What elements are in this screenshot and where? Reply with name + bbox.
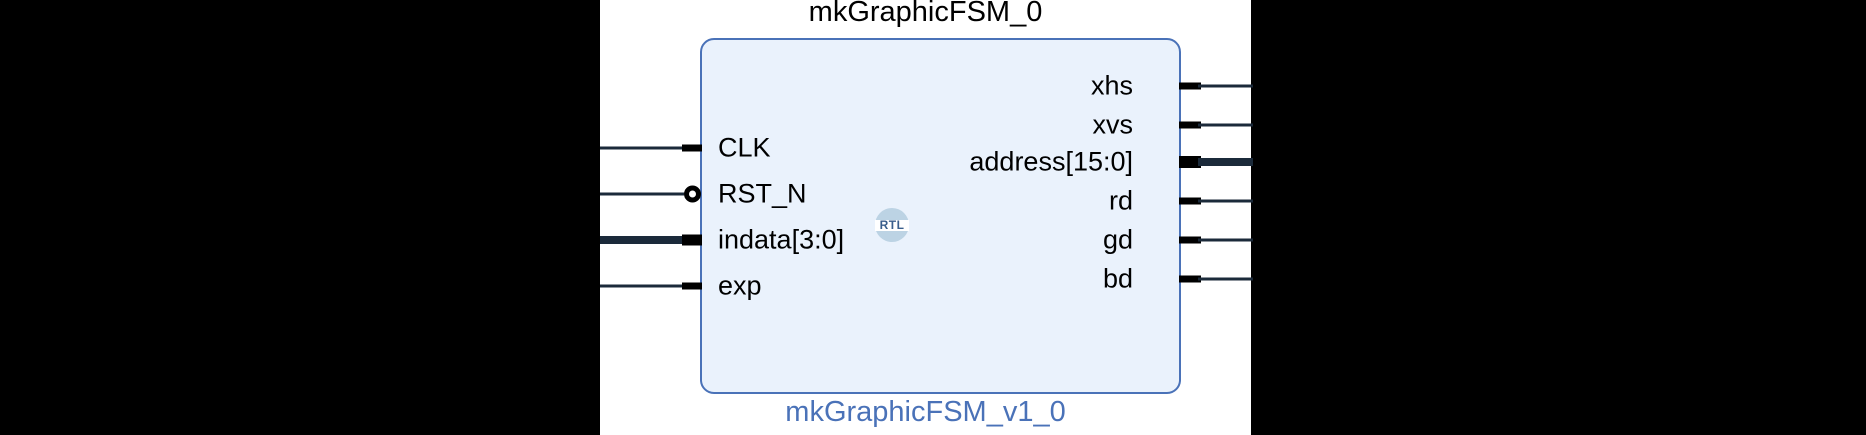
input-port-label: exp [718, 270, 762, 301]
right-letterbox-bar [1251, 0, 1866, 435]
input-pin-clk[interactable] [682, 144, 702, 152]
output-wire-xvs[interactable] [1198, 123, 1253, 127]
output-pin-xhs[interactable] [1179, 82, 1201, 90]
input-pin-indata-3-0-[interactable] [682, 234, 702, 246]
rtl-badge-band [875, 220, 909, 231]
module-subtitle: mkGraphicFSM_v1_0 [785, 396, 1066, 428]
output-port-label: xhs [1090, 70, 1133, 101]
output-port-label: address[15:0] [969, 146, 1133, 177]
output-pin-bd[interactable] [1179, 275, 1201, 283]
output-port-label: gd [1102, 224, 1133, 255]
output-pin-xvs[interactable] [1179, 121, 1201, 129]
module-title: mkGraphicFSM_0 [808, 0, 1043, 28]
input-wire-exp[interactable] [600, 284, 684, 288]
output-port-label: rd [1108, 185, 1133, 216]
output-wire-xhs[interactable] [1198, 84, 1253, 88]
input-pin-exp[interactable] [682, 282, 702, 290]
active-low-bubble-icon [684, 185, 701, 203]
input-port-label: CLK [718, 132, 771, 163]
input-wire-indata-3-0-[interactable] [600, 236, 684, 244]
output-port-label: bd [1102, 263, 1133, 294]
module-block[interactable]: RTL [700, 38, 1181, 394]
output-pin-rd[interactable] [1179, 197, 1201, 205]
left-letterbox-bar [0, 0, 600, 435]
output-wire-gd[interactable] [1198, 238, 1253, 242]
output-port-label: xvs [1092, 109, 1134, 140]
rtl-badge-label: RTL [879, 218, 905, 232]
output-pin-gd[interactable] [1179, 236, 1201, 244]
output-wire-rd[interactable] [1198, 199, 1253, 203]
input-port-label: indata[3:0] [718, 224, 845, 255]
rtl-badge-icon: RTL [875, 208, 909, 242]
output-pin-address-15-0-[interactable] [1179, 156, 1201, 168]
input-port-label: RST_N [718, 178, 807, 209]
input-wire-clk[interactable] [600, 146, 684, 150]
output-wire-address-15-0-[interactable] [1198, 158, 1253, 166]
schematic-viewport: mkGraphicFSM_0 RTL CLK RST_N indata[3:0] ex… [600, 0, 1253, 435]
input-wire-rst_n[interactable] [600, 192, 684, 196]
output-wire-bd[interactable] [1198, 277, 1253, 281]
